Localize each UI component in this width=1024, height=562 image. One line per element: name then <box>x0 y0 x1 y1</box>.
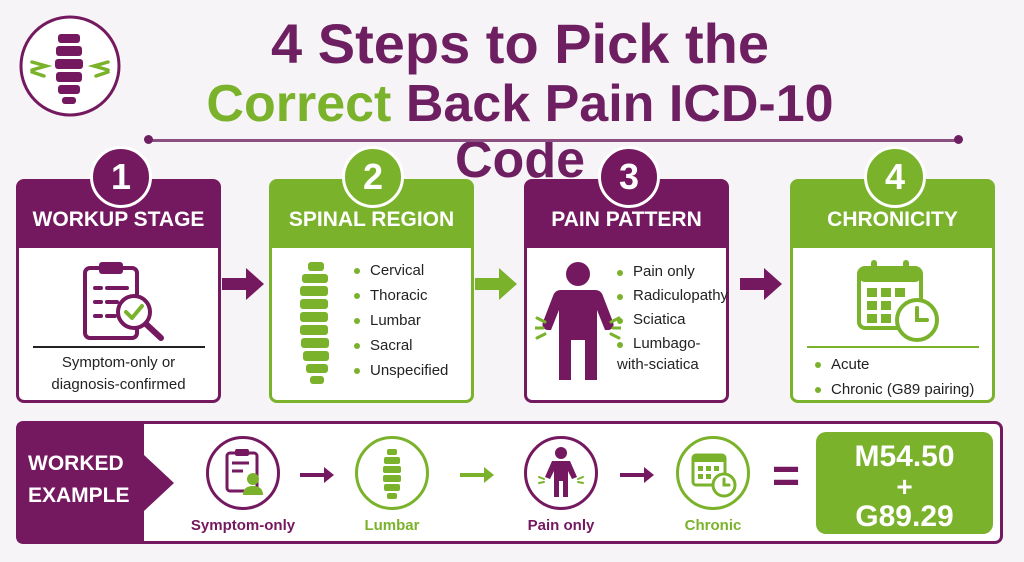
label-line: EXAMPLE <box>28 484 130 507</box>
title-divider <box>148 139 958 142</box>
step-heading: PAIN PATTERN <box>527 182 726 248</box>
arrow-right-icon <box>620 467 654 483</box>
step-card-pain-pattern: PAIN PATTERN Pain only Radiculopathy Sci… <box>524 179 729 403</box>
list-item: Radiculopathy <box>617 284 728 308</box>
list-item: Thoracic <box>354 283 448 308</box>
step-card-workup-stage: WORKUP STAGE Symptom-only or diagnosis-c… <box>16 179 221 403</box>
example-step-region <box>355 436 429 510</box>
arrow-right-icon <box>222 268 264 300</box>
arrow-right-icon <box>475 268 517 300</box>
list-item: Cervical <box>354 258 448 283</box>
step-number-badge-4: 4 <box>864 146 926 208</box>
spine-icon <box>383 449 401 499</box>
spine-icon <box>300 262 329 384</box>
list-item: Chronic (G89 pairing) <box>815 377 974 402</box>
example-step-label: Symptom-only <box>190 517 296 534</box>
example-step-label: Lumbar <box>364 517 420 534</box>
example-step-label: Pain only <box>527 517 595 534</box>
calendar-clock-icon <box>691 453 737 498</box>
step-card-chronicity: CHRONICITY Acute Chronic (G89 pairing) <box>790 179 995 403</box>
caption-line: Symptom-only or <box>61 354 176 371</box>
person-back-pain-icon <box>535 262 621 380</box>
result-plus: + <box>896 471 913 502</box>
worked-example-label: WORKED EXAMPLE <box>28 448 130 512</box>
clipboard-check-icon <box>83 262 164 341</box>
calendar-clock-icon <box>857 260 939 342</box>
list-item: Lumbar <box>354 308 448 333</box>
step-number-badge-3: 3 <box>598 146 660 208</box>
person-back-pain-icon <box>538 447 584 497</box>
workup-caption: Symptom-only or diagnosis-confirmed <box>19 352 218 396</box>
region-list: Cervical Thoracic Lumbar Sacral Unspecif… <box>354 258 448 383</box>
list-item: Pain only <box>617 260 728 284</box>
list-item: Lumbago- <box>617 332 728 356</box>
equals-sign: = <box>772 450 801 503</box>
caption-line: diagnosis-confirmed <box>51 376 186 393</box>
title-highlight: Correct <box>206 75 392 133</box>
example-step-label: Chronic <box>684 517 742 534</box>
result-code-secondary: G89.29 <box>855 500 954 533</box>
worked-example-tag <box>16 421 174 544</box>
list-item: Acute <box>815 352 974 377</box>
card-separator <box>807 346 979 348</box>
arrow-right-icon <box>460 467 494 483</box>
title-line-2: Correct Back Pain ICD-10 Code <box>140 76 900 188</box>
list-item: Sacral <box>354 333 448 358</box>
spine-logo-icon <box>19 15 121 117</box>
result-code-primary: M54.50 <box>854 440 955 473</box>
divider-dot-left <box>144 135 153 144</box>
pattern-list: Pain only Radiculopathy Sciatica Lumbago… <box>617 260 728 356</box>
label-line: WORKED <box>28 452 124 475</box>
divider-dot-right <box>954 135 963 144</box>
title-line-1: 4 Steps to Pick the <box>271 12 769 75</box>
card-separator <box>33 346 205 348</box>
result-code-box: M54.50 + G89.29 <box>816 432 993 534</box>
arrow-right-icon <box>300 467 334 483</box>
list-item: Sciatica <box>617 308 728 332</box>
example-step-workup <box>206 436 280 510</box>
arrow-right-icon <box>740 268 782 300</box>
list-item: Unspecified <box>354 358 448 383</box>
step-number-badge-2: 2 <box>342 146 404 208</box>
example-step-chronicity <box>676 436 750 510</box>
pattern-list-continuation: with-sciatica <box>617 356 699 373</box>
clipboard-person-icon <box>225 449 263 495</box>
step-card-spinal-region: SPINAL REGION Cervical Thoracic Lumbar S… <box>269 179 474 403</box>
step-number-badge-1: 1 <box>90 146 152 208</box>
example-step-pattern <box>524 436 598 510</box>
chronicity-list: Acute Chronic (G89 pairing) <box>815 352 974 402</box>
